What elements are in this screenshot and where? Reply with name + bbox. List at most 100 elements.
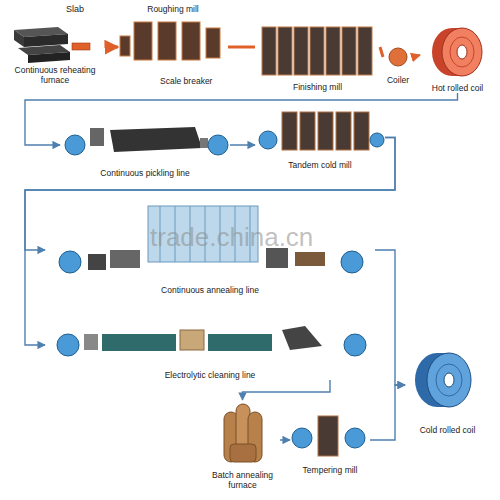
uncoiler	[57, 334, 79, 356]
mill-stand	[310, 27, 324, 75]
mill-stand	[300, 112, 315, 150]
tempering-mill-drawing	[292, 416, 365, 456]
mill-stand	[318, 112, 333, 150]
uncoiler	[59, 251, 81, 273]
furnace-drawing	[14, 27, 90, 63]
slab-piece	[72, 43, 90, 50]
cleaning-line-drawing	[57, 326, 366, 356]
coil-face	[427, 353, 471, 407]
equipment-node: Coiler	[383, 35, 413, 85]
scale-breaker-stand	[120, 36, 130, 56]
mill-stand	[326, 27, 340, 75]
equipment-node: Cold rolled coil	[405, 345, 490, 435]
part-label: Scale breaker	[160, 76, 212, 86]
equipment-node: Continuous pickling line	[60, 112, 230, 178]
watermark: trade.china.cn	[150, 222, 313, 253]
mill-stand	[182, 22, 200, 60]
cleaning-tank	[208, 334, 272, 351]
cleaning-tank	[102, 334, 176, 351]
equipment-label: Roughing mill	[147, 5, 199, 14]
mill-stand	[354, 112, 369, 150]
cold-coil-drawing	[415, 353, 471, 407]
flow-arrow	[375, 250, 405, 385]
machine-box	[110, 250, 140, 268]
pickling-tank	[110, 127, 202, 152]
equipment-label: Continuous reheating furnace	[5, 66, 105, 85]
equipment-node: Continuous reheating furnace	[5, 22, 105, 85]
equipment-node: Electrolytic cleaning line	[45, 315, 375, 380]
equipment-node: Tempering mill	[290, 410, 370, 475]
furnace-block	[28, 52, 70, 63]
equipment-node: Roughing mill	[118, 5, 228, 65]
mill-stand	[282, 112, 297, 150]
equipment-label: Electrolytic cleaning line	[165, 371, 256, 380]
furnace-block	[14, 30, 24, 47]
coil-ring	[436, 364, 462, 396]
flow-arrow	[25, 138, 395, 346]
coil-hole	[457, 45, 467, 59]
mill-stand	[342, 27, 356, 75]
equipment-label: Continuous annealing line	[161, 286, 259, 295]
uncoiler	[65, 135, 85, 155]
uncoiler	[292, 428, 312, 448]
equipment-node: Finishing mill	[255, 20, 380, 92]
flow-arrow	[413, 55, 420, 57]
annealing-line-drawing	[59, 206, 363, 273]
coil-face	[442, 28, 482, 76]
finishing-mill-drawing	[262, 27, 372, 75]
flow-arrow	[228, 46, 255, 49]
mill-stand	[206, 28, 220, 58]
recoiler	[370, 133, 384, 147]
recoiler	[208, 135, 228, 155]
machine-box	[295, 252, 325, 266]
uncoiler	[259, 131, 277, 149]
furnace-block	[24, 34, 68, 47]
flow-arrow	[380, 47, 383, 57]
hot-coil-drawing	[432, 28, 482, 76]
batch-furnace-drawing	[224, 404, 262, 462]
machine-box	[200, 138, 208, 148]
equipment-label: Hot rolled coil	[432, 84, 484, 93]
flow-arrow	[280, 439, 290, 440]
equipment-node: Hot rolled coil	[420, 25, 495, 93]
furnace-bell	[230, 444, 256, 462]
machine-box	[84, 334, 98, 350]
equipment-label: Tandem cold mill	[288, 161, 351, 170]
mill-stand	[318, 416, 338, 456]
coiler-drum	[389, 48, 407, 66]
equipment-label: Tempering mill	[303, 466, 358, 475]
flow-arrow	[230, 144, 255, 145]
machine-box	[88, 254, 106, 270]
recoiler	[344, 334, 366, 356]
machine-box	[90, 128, 104, 146]
equipment-label: Finishing mill	[293, 83, 342, 92]
mill-stand	[158, 22, 176, 60]
part-label: Slab	[66, 4, 84, 14]
roughing-mill-drawing	[120, 22, 220, 60]
coil-ring	[450, 37, 474, 67]
equipment-node: Batch annealing furnace	[205, 400, 280, 490]
recoiler	[345, 428, 365, 448]
equipment-label: Coiler	[387, 76, 409, 85]
mill-stand	[336, 112, 351, 150]
mill-stand	[262, 27, 276, 75]
looper	[282, 326, 322, 350]
flow-arrow	[105, 46, 118, 49]
flow-arrow	[25, 93, 458, 145]
pickling-line-drawing	[65, 127, 228, 155]
equipment-label: Batch annealing furnace	[205, 471, 280, 490]
mill-stand	[278, 27, 292, 75]
flow-arrow	[370, 385, 405, 440]
coil-hole	[444, 373, 454, 387]
flow-arrow	[243, 380, 330, 400]
tandem-mill-drawing	[259, 112, 384, 150]
mill-stand	[294, 27, 308, 75]
equipment-node: Tandem cold mill	[255, 105, 385, 170]
mill-stand	[358, 27, 372, 75]
machine-box	[180, 330, 204, 350]
equipment-label: Continuous pickling line	[100, 169, 189, 178]
recoiler	[341, 251, 363, 273]
equipment-label: Cold rolled coil	[420, 426, 476, 435]
mill-stand	[134, 22, 152, 60]
